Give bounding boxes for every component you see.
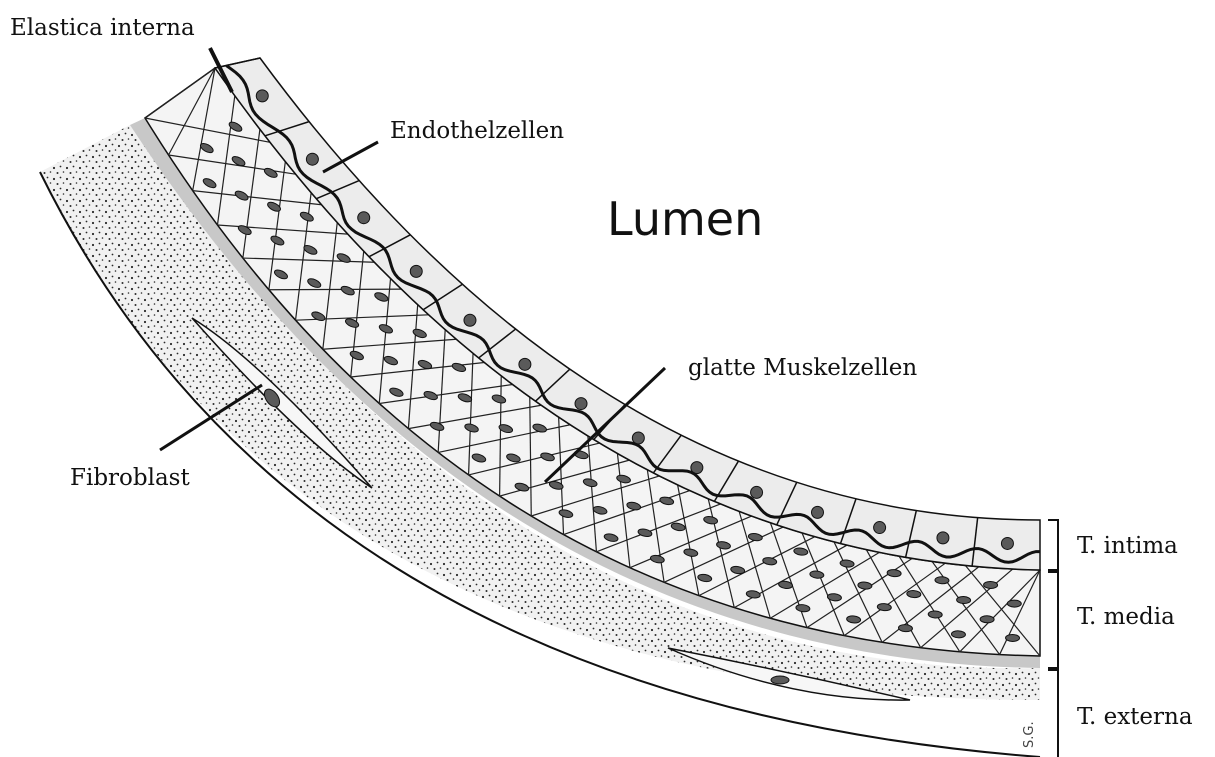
muscle-cell-nucleus (951, 631, 965, 639)
endothelial-cell-nucleus (575, 398, 587, 410)
endothelial-cell-nucleus (874, 522, 886, 534)
muscle-cell-nucleus (928, 611, 942, 619)
endothelial-cell-nucleus (632, 432, 644, 444)
endothelial-cell-nucleus (751, 486, 763, 498)
endothelial-cell-nucleus (937, 532, 949, 544)
label-t-media: T. media (1077, 606, 1175, 629)
label-fibroblast: Fibroblast (70, 467, 190, 490)
label-lumen: Lumen (607, 196, 763, 242)
muscle-cell-nucleus (935, 576, 949, 584)
endothelial-cell-nucleus (464, 314, 476, 326)
endothelial-cell-nucleus (256, 90, 268, 102)
muscle-cell-nucleus (956, 596, 970, 604)
label-endothelzellen: Endothelzellen (390, 120, 564, 143)
layer-brackets (1048, 520, 1058, 757)
muscle-cell-nucleus (984, 581, 998, 588)
label-t-externa: T. externa (1077, 706, 1193, 729)
endothelial-cell-nucleus (306, 153, 318, 165)
muscle-cell-nucleus (980, 616, 994, 623)
label-t-intima: T. intima (1077, 535, 1178, 558)
muscle-cell-nucleus (1007, 600, 1021, 607)
artist-signature: S.G. (1022, 721, 1037, 748)
label-glatte-muskelzellen: glatte Muskelzellen (688, 357, 917, 380)
endothelial-cell-nucleus (410, 265, 422, 277)
label-elastica-interna: Elastica interna (10, 17, 195, 40)
muscle-cell-nucleus (1005, 634, 1019, 641)
endothelial-cell-nucleus (811, 506, 823, 518)
endothelial-cell-nucleus (519, 358, 531, 370)
endothelial-cell-nucleus (358, 212, 370, 224)
endothelial-cell-nucleus (1001, 537, 1013, 549)
